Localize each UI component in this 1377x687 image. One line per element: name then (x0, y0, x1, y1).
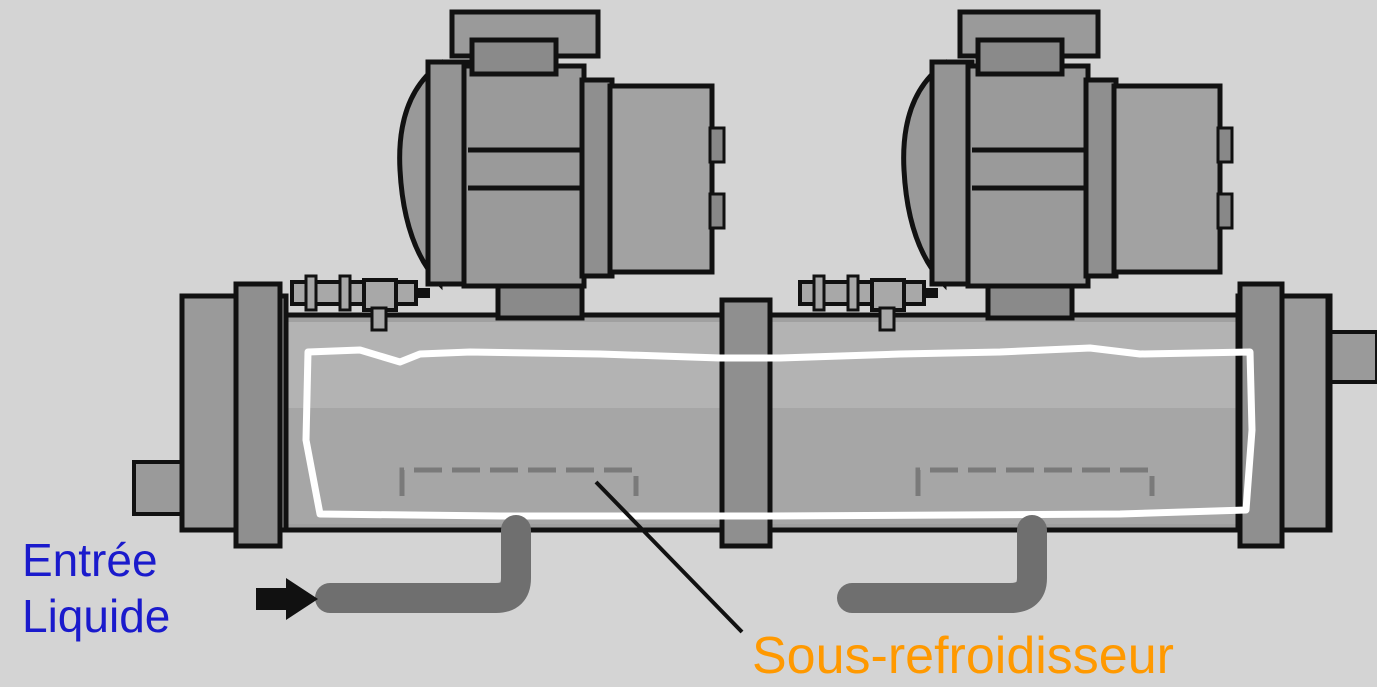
flange-middle (719, 297, 773, 549)
flange-right-outer (1279, 293, 1331, 533)
liquid-pipe-right (837, 515, 1047, 613)
refrigerant-coil (302, 344, 1256, 520)
vessel-vapor-space (286, 322, 1326, 408)
right-nozzle (1324, 330, 1377, 384)
flange-left (233, 281, 283, 549)
liquid-inlet-label-line2: Liquide (22, 590, 171, 642)
vessel-liquid-level (286, 408, 1326, 524)
liquid-inlet-label: Entrée Liquide (22, 532, 170, 644)
left-nozzle (132, 460, 188, 516)
subcooler-tray-left (399, 467, 639, 496)
motor-right (901, 9, 1234, 321)
subcooler-leader-line (594, 480, 744, 634)
arrow-right-icon (256, 578, 318, 620)
valve-fitting-left (290, 274, 430, 332)
subcooler-label: Sous-refroidisseur (752, 627, 1174, 685)
valve-fitting-right (798, 274, 938, 332)
liquid-pipe-left (315, 515, 531, 613)
subcooler-tray-right (915, 467, 1155, 496)
liquid-inlet-label-line1: Entrée (22, 534, 158, 586)
motor-left (397, 9, 726, 321)
